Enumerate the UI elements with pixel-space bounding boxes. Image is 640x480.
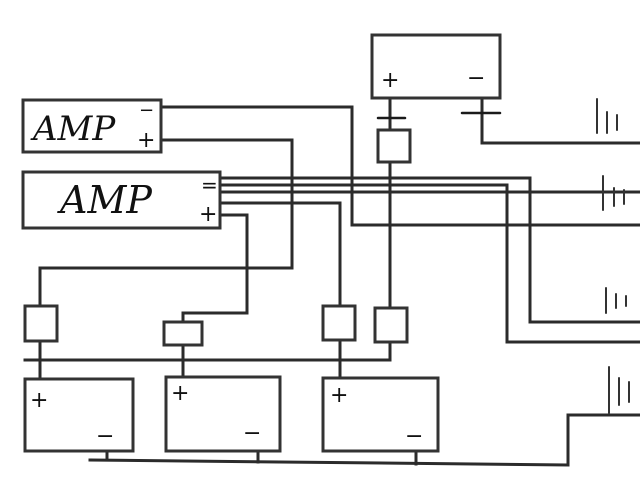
amp-bottom-neg-terminal: = — [201, 173, 218, 197]
wire-amp-bottom-pos-1 — [218, 201, 342, 308]
wire-top-battery-neg — [480, 98, 640, 145]
wire-amp-top-pos — [38, 138, 294, 308]
battery-1-box — [23, 377, 135, 453]
amplifier-top: AMP − + — [21, 98, 163, 154]
amp-top-neg-terminal: − — [139, 100, 154, 121]
wire-amp-bottom-neg-2 — [218, 183, 640, 344]
battery-1-pos: + — [30, 388, 48, 413]
battery-top-neg: − — [467, 66, 485, 91]
amp-top-pos-terminal: + — [137, 128, 155, 153]
speaker-mark-1 — [596, 98, 618, 134]
battery-top-box — [370, 33, 502, 100]
wire-amp-bottom-neg-1 — [218, 176, 640, 324]
negative-bus — [88, 413, 640, 467]
fuse-top — [376, 128, 412, 164]
fuses — [23, 128, 412, 347]
battery-2-neg: − — [243, 421, 261, 446]
speaker-marks — [596, 98, 630, 414]
amp-top-label: AMP — [30, 109, 116, 149]
wires — [23, 98, 640, 467]
amplifier-bottom: AMP = + — [21, 170, 222, 230]
amp-bottom-label: AMP — [57, 178, 153, 222]
battery-top-pos: + — [381, 68, 399, 93]
fuse-3 — [321, 304, 357, 342]
battery-2-pos: + — [171, 381, 189, 406]
amp-bottom-box — [21, 170, 222, 230]
wire-amp-bottom-pos-2 — [181, 213, 249, 324]
battery-2-box — [164, 375, 282, 453]
amp-top-box — [21, 98, 163, 154]
amp-bottom-pos-terminal: + — [199, 202, 217, 227]
wire-amp-top-neg — [160, 105, 640, 227]
battery-top: + − — [370, 33, 502, 120]
fuse-4 — [373, 306, 409, 344]
battery-3: + − — [321, 376, 440, 453]
speaker-mark-2 — [602, 175, 625, 211]
battery-1-neg: − — [96, 424, 114, 449]
battery-1: + − — [23, 377, 135, 453]
speaker-mark-3 — [605, 287, 627, 314]
battery-3-neg: − — [405, 424, 423, 449]
battery-2: + − — [164, 375, 282, 453]
fuse-2 — [162, 320, 204, 347]
speaker-mark-4 — [608, 366, 630, 414]
battery-3-box — [321, 376, 440, 453]
fuse-1 — [23, 304, 59, 343]
battery-3-pos: + — [330, 383, 348, 408]
